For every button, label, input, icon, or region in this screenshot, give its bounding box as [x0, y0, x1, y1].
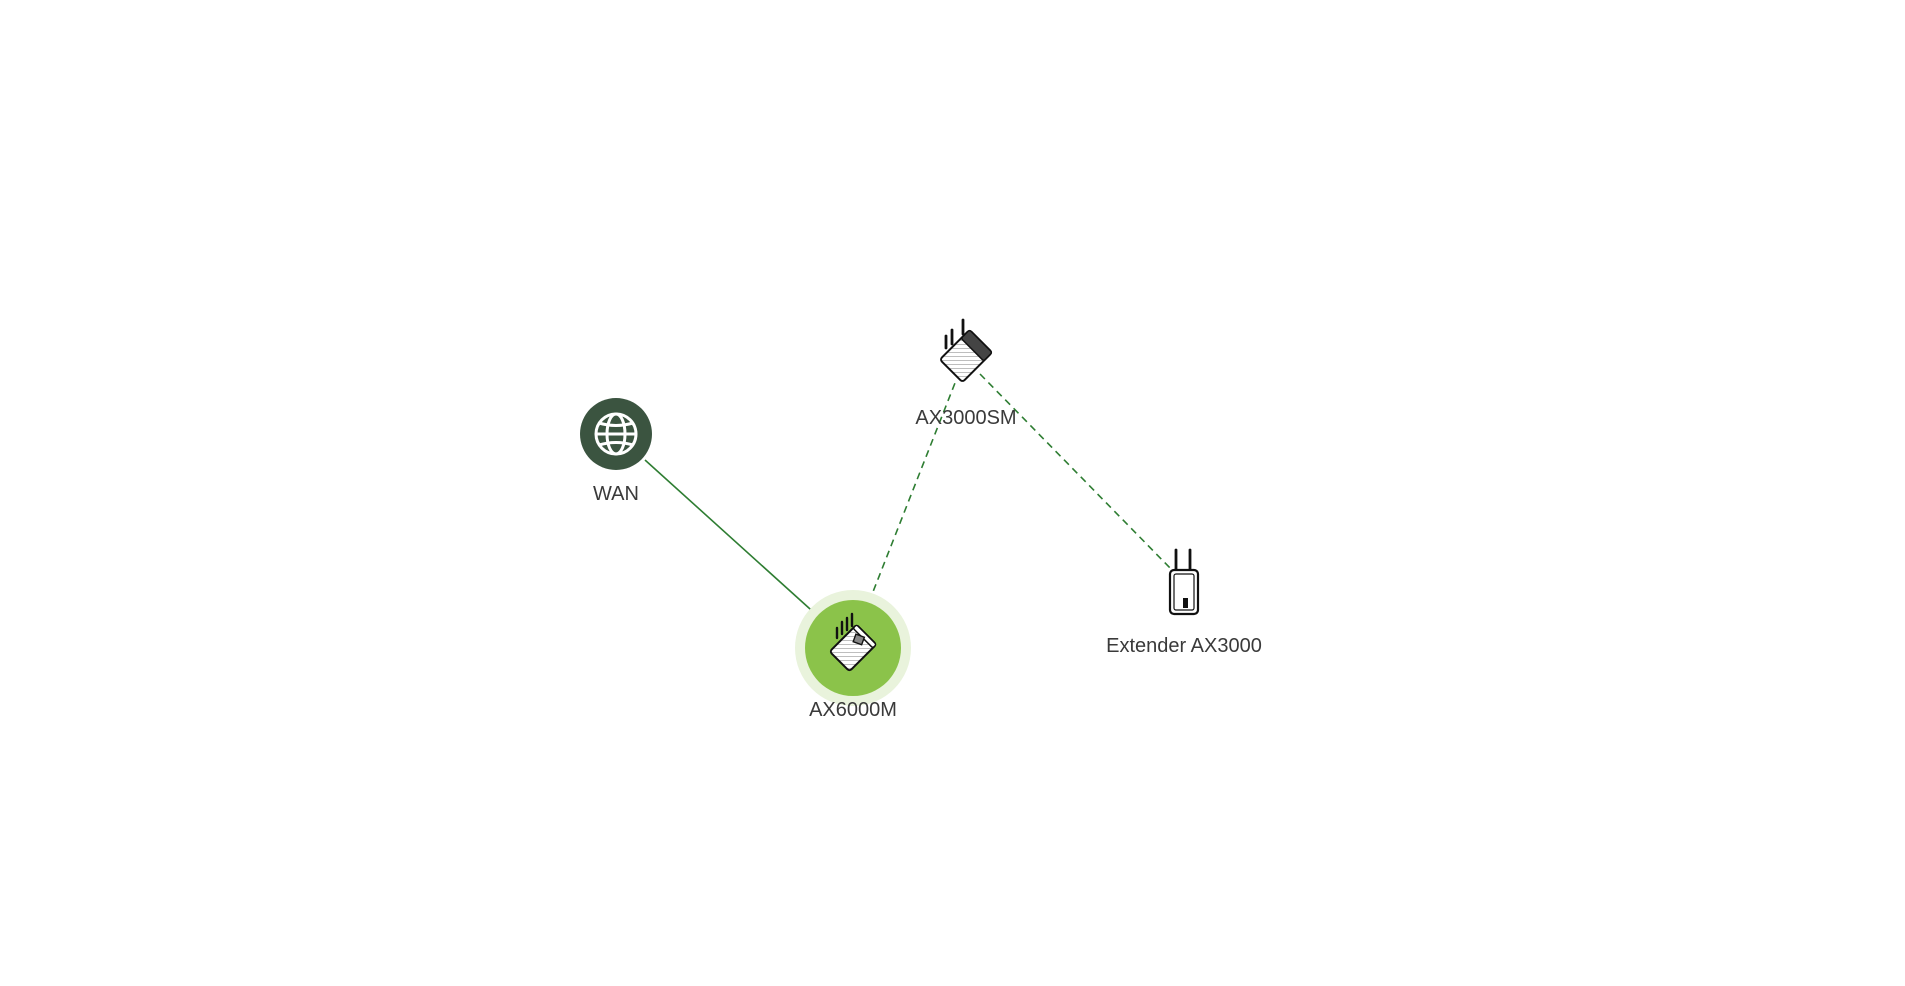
node-wan[interactable]: WAN [580, 398, 652, 505]
link-wan-to-ax6000m [644, 459, 821, 619]
node-label-extender: Extender AX3000 [1106, 635, 1262, 657]
node-extender[interactable]: Extender AX3000 [1106, 548, 1262, 657]
links-layer [644, 373, 1173, 619]
node-label-wan: WAN [593, 483, 639, 505]
router-icon [940, 318, 993, 382]
router-icon [829, 612, 877, 672]
node-ax6000m[interactable]: AX6000M [795, 590, 911, 721]
node-label-ax6000m: AX6000M [809, 699, 897, 721]
node-label-ax3000sm: AX3000SM [915, 407, 1016, 429]
globe-icon [594, 412, 638, 456]
link-ax3000sm-to-extender [979, 373, 1173, 571]
extender-icon [1168, 548, 1200, 616]
link-ax6000m-to-ax3000sm [868, 382, 956, 603]
node-ax3000sm[interactable]: AX3000SM [915, 318, 1017, 429]
